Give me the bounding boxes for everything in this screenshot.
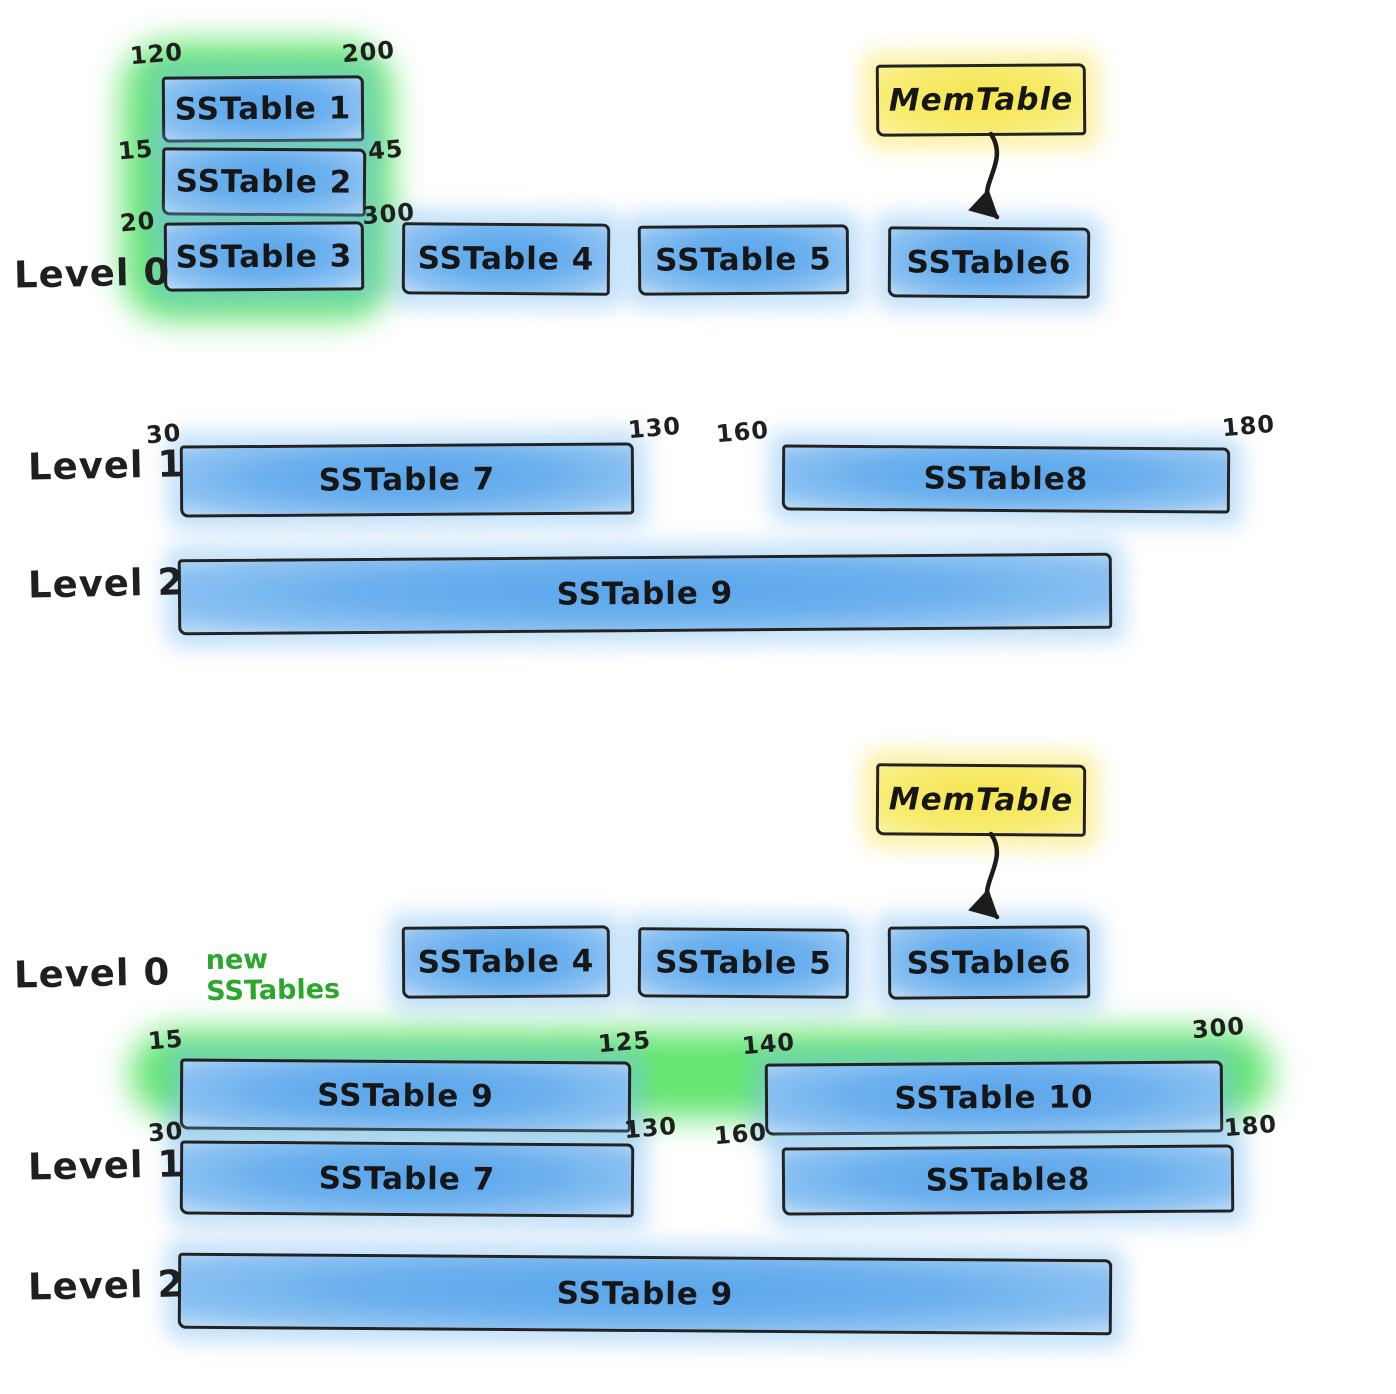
sstable-7-box: SSTable 7 xyxy=(179,442,635,518)
sstable-3-box: SSTable 3 xyxy=(163,221,365,292)
sstable-9-label: SSTable 9 xyxy=(556,575,734,613)
sstable-4-label: SSTable 4 xyxy=(417,943,595,981)
sstable-6-box: SSTable6 xyxy=(887,226,1091,299)
sstable-10-label: SSTable 10 xyxy=(894,1079,1094,1117)
sstable-9-new-box: SSTable 9 xyxy=(179,1058,632,1133)
sstable-1-max-key: 200 xyxy=(340,35,397,69)
sstable-5-label: SSTable 5 xyxy=(655,241,832,279)
sstable-7-max-key: 130 xyxy=(626,411,683,445)
before-level2-label: Level 2 xyxy=(27,560,185,607)
sstable-9-new-min-key: 15 xyxy=(146,1024,185,1056)
before-level0-label: Level 0 xyxy=(13,250,171,297)
sstable-5-box: SSTable 5 xyxy=(637,224,850,296)
sstable-10-min-key: 140 xyxy=(740,1027,797,1061)
before-level1-label: Level 1 xyxy=(27,442,185,489)
sstable-9-new-max-key: 125 xyxy=(596,1025,653,1059)
sstable-7-box-after: SSTable 7 xyxy=(179,1140,635,1218)
memtable-label: MemTable xyxy=(888,81,1074,119)
sstable-8-box: SSTable8 xyxy=(781,444,1231,514)
sstable-8-max-key: 180 xyxy=(1220,409,1277,443)
sstable-9-label: SSTable 9 xyxy=(556,1275,734,1313)
sstable-9-box-after: SSTable 9 xyxy=(177,1252,1113,1336)
memtable-label: MemTable xyxy=(888,781,1074,819)
sstable-10-max-key: 300 xyxy=(1190,1011,1247,1045)
memtable-box: MemTable xyxy=(875,63,1087,137)
annotation-line1: new xyxy=(205,944,269,977)
sstable-9-new-label: SSTable 9 xyxy=(317,1076,494,1115)
sstable-8-max-key-after: 180 xyxy=(1222,1109,1279,1143)
sstable-3-label: SSTable 3 xyxy=(175,237,353,276)
sstable-4-box: SSTable 4 xyxy=(401,222,611,296)
sstable-7-min-key: 30 xyxy=(144,418,183,450)
annotation-line2: SSTables xyxy=(206,973,341,1008)
sstable-6-label: SSTable6 xyxy=(906,243,1072,282)
sstable-9-box: SSTable 9 xyxy=(177,552,1113,636)
sstable-2-label: SSTable 2 xyxy=(175,163,353,201)
sstable-2-max-key: 45 xyxy=(366,134,405,166)
after-level1-label: Level 1 xyxy=(27,1142,185,1189)
sstable-2-min-key: 15 xyxy=(116,134,155,166)
memtable-box-after: MemTable xyxy=(875,763,1087,837)
sstable-8-min-key-after: 160 xyxy=(712,1117,769,1151)
sstable-3-max-key: 300 xyxy=(360,197,417,231)
sstable-1-label: SSTable 1 xyxy=(174,90,352,128)
sstable-7-label: SSTable 7 xyxy=(318,1160,496,1198)
sstable-5-box-after: SSTable 5 xyxy=(637,927,850,999)
sstable-4-box-after: SSTable 4 xyxy=(401,925,611,999)
flush-arrow-before xyxy=(968,131,1000,220)
after-level2-label: Level 2 xyxy=(27,1262,185,1309)
sstable-8-min-key: 160 xyxy=(714,415,771,449)
sstable-8-label: SSTable8 xyxy=(923,460,1089,498)
sstable-2-box: SSTable 2 xyxy=(161,147,367,217)
sstable-7-label: SSTable 7 xyxy=(318,461,496,499)
sstable-1-box: SSTable 1 xyxy=(161,75,365,143)
sstable-1-min-key: 120 xyxy=(128,37,185,71)
sstable-5-label: SSTable 5 xyxy=(655,944,832,982)
after-level0-label: Level 0 xyxy=(13,950,171,997)
sstable-3-min-key: 20 xyxy=(118,206,157,238)
sstable-6-box-after: SSTable6 xyxy=(887,925,1091,1000)
sstable-8-box-after: SSTable8 xyxy=(781,1144,1235,1216)
sstable-8-label: SSTable8 xyxy=(925,1161,1091,1199)
sstable-6-label: SSTable6 xyxy=(906,943,1072,982)
new-sstables-annotation: new SSTables xyxy=(205,943,340,1007)
sstable-4-label: SSTable 4 xyxy=(417,240,595,278)
flush-arrow-after xyxy=(968,831,1000,920)
sstable-10-box: SSTable 10 xyxy=(764,1060,1224,1136)
sstable-7-min-key-after: 30 xyxy=(146,1116,185,1148)
sstable-7-max-key-after: 130 xyxy=(622,1111,679,1145)
